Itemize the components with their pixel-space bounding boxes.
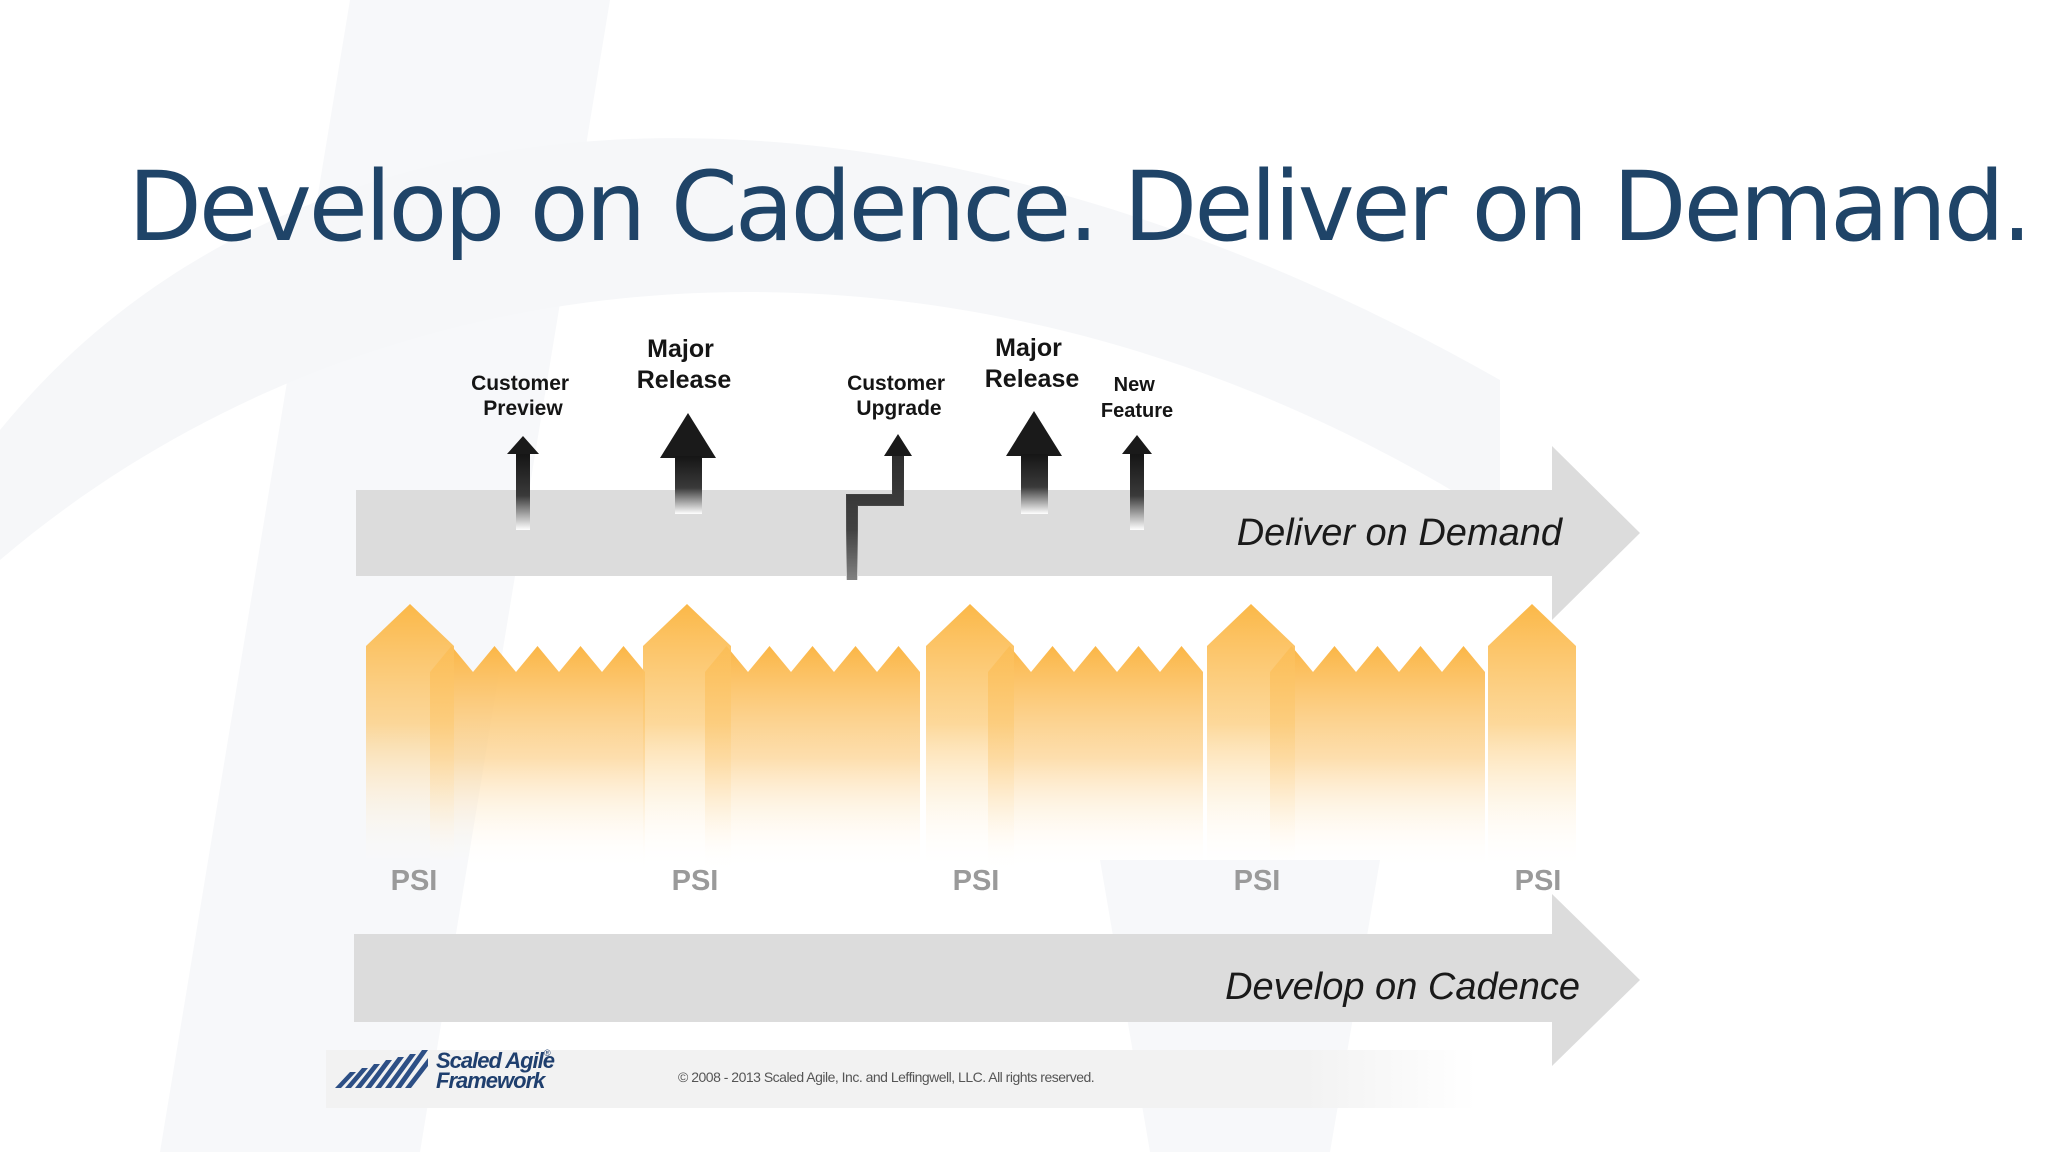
psi-labels: PSI PSI PSI PSI PSI xyxy=(391,865,1562,897)
milestone-customer-upgrade: Customer Upgrade xyxy=(846,372,951,580)
milestone-label: Major Release xyxy=(637,335,732,394)
cadence-layer xyxy=(366,604,1576,870)
up-arrow-icon xyxy=(884,434,912,456)
milestone-customer-preview: Customer Preview xyxy=(471,372,575,530)
logo-stripes-icon xyxy=(335,1050,428,1088)
deliver-lane-arrow xyxy=(356,446,1640,620)
copyright: © 2008 - 2013 Scaled Agile, Inc. and Lef… xyxy=(678,1069,1094,1085)
footer-bar xyxy=(326,1050,1476,1108)
psi-column xyxy=(366,604,454,870)
milestone-line1: Major xyxy=(995,334,1062,362)
milestone-line1: New xyxy=(1114,374,1156,396)
sprint-block xyxy=(430,646,645,870)
logo-line1: Scaled Agile xyxy=(436,1048,555,1073)
milestone-label: Customer Preview xyxy=(471,372,575,420)
milestone-label: Customer Upgrade xyxy=(847,372,951,420)
milestone-label: New Feature xyxy=(1101,374,1173,422)
milestone-line1: Customer xyxy=(471,372,569,395)
milestone-line2: Feature xyxy=(1101,400,1173,422)
milestone-major-release-2: Major Release xyxy=(985,334,1080,514)
arrow-shaft xyxy=(1021,454,1048,514)
psi-label: PSI xyxy=(1234,865,1281,897)
milestone-new-feature: New Feature xyxy=(1101,374,1173,530)
milestone-label: Major Release xyxy=(985,334,1080,393)
deliver-lane-label: Deliver on Demand xyxy=(1237,512,1564,554)
psi-column xyxy=(643,604,731,870)
milestone-line1: Major xyxy=(647,335,714,363)
footer: Scaled Agile Framework ® © 2008 - 2013 S… xyxy=(326,1048,1476,1108)
arrow-shaft xyxy=(1130,454,1144,530)
psi-column xyxy=(1207,604,1295,870)
up-arrow-icon xyxy=(660,413,716,458)
slide-title: Develop on Cadence. Deliver on Demand. xyxy=(128,151,2029,263)
logo-registered: ® xyxy=(544,1048,551,1058)
psi-label: PSI xyxy=(1515,865,1562,897)
sprint-block xyxy=(705,646,920,870)
up-arrow-icon xyxy=(507,436,539,465)
milestone-line2: Upgrade xyxy=(856,397,941,420)
milestone-line2: Preview xyxy=(483,397,563,420)
up-arrow-icon xyxy=(1006,411,1062,456)
sprint-block xyxy=(988,646,1203,870)
psi-label: PSI xyxy=(391,865,438,897)
up-arrow-icon xyxy=(1122,435,1152,456)
arrow-shaft xyxy=(675,456,702,514)
psi-column xyxy=(1488,604,1576,870)
arrow-shaft xyxy=(516,454,530,530)
logo-line2: Framework xyxy=(436,1068,547,1093)
milestone-line1: Customer xyxy=(847,372,945,395)
psi-label: PSI xyxy=(672,865,719,897)
psi-label: PSI xyxy=(953,865,1000,897)
develop-lane-label: Develop on Cadence xyxy=(1225,966,1580,1008)
develop-lane-arrow xyxy=(354,894,1640,1066)
milestone-major-release-1: Major Release xyxy=(637,335,732,514)
sprint-block xyxy=(1270,646,1485,870)
psi-column xyxy=(926,604,1014,870)
scaled-agile-logo: Scaled Agile Framework ® xyxy=(335,1048,556,1093)
milestone-line2: Release xyxy=(637,366,732,394)
milestone-line2: Release xyxy=(985,365,1080,393)
